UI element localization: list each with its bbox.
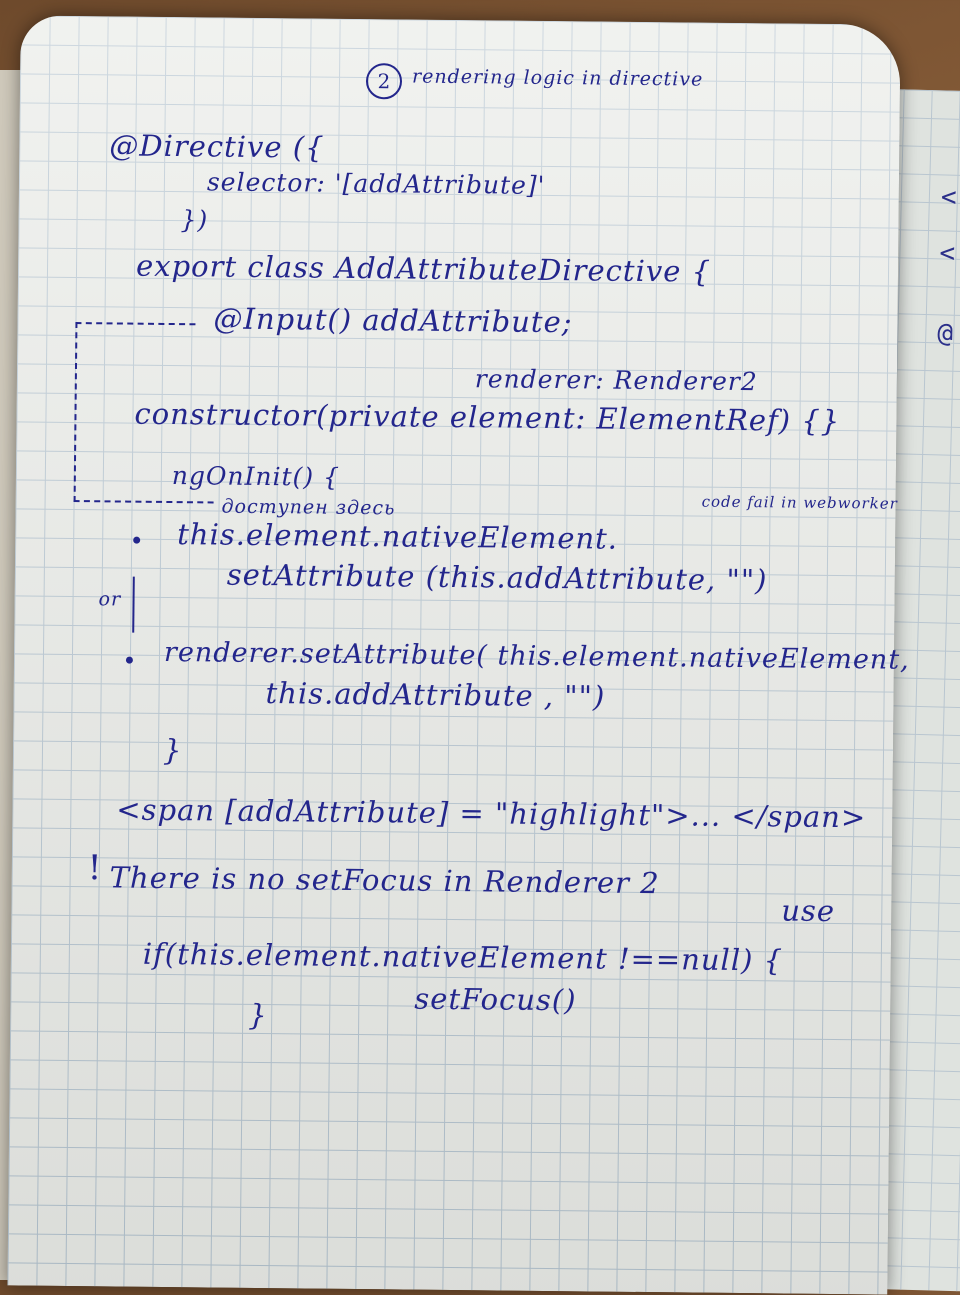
dashed-connector-side <box>73 322 78 503</box>
right-page-mark: @ <box>936 318 954 349</box>
handwritten-note: доступен здесь <box>221 495 396 520</box>
directive-decorator: @Directive ({ <box>109 128 325 165</box>
constructor-line: constructor(private element: ElementRef)… <box>134 396 841 439</box>
ctor-renderer-param: renderer: Renderer2 <box>474 364 758 397</box>
class-declaration: export class AddAttributeDirective { <box>135 248 712 289</box>
exclamation-mark: ! <box>87 848 102 889</box>
input-line: @Input() addAttribute; <box>213 301 573 340</box>
ng-on-init: ngOnInit() { <box>171 461 341 492</box>
span-example: <span [addAttribute] = "highlight">... <… <box>116 792 867 835</box>
set-focus-call: setFocus() <box>414 981 577 1018</box>
dashed-connector-top <box>75 322 196 326</box>
bullet <box>125 656 133 664</box>
dashed-connector-bottom <box>73 500 214 504</box>
section-title: rendering logic in directive <box>411 65 704 91</box>
selector-line: selector: '[addAttribute]' <box>206 167 546 200</box>
side-note: code fail in webworker <box>701 492 898 513</box>
right-page-mark: < <box>940 182 957 213</box>
or-arrow <box>132 576 135 633</box>
if-close-brace: } <box>248 997 268 1033</box>
bullet1-line1: this.element.nativeElement. <box>177 517 619 556</box>
warning-line: There is no setFocus in Renderer 2 <box>109 860 660 901</box>
section-number: 2 <box>365 63 403 100</box>
if-line: if(this.element.nativeElement !==null) { <box>142 936 784 978</box>
bullet <box>133 536 141 544</box>
decorator-close: }) <box>180 205 209 235</box>
right-page-mark: < <box>939 238 956 269</box>
bullet1-line2: setAttribute (this.addAttribute, "") <box>226 557 768 598</box>
bullet2-line2: this.addAttribute , "") <box>265 676 606 714</box>
bullet2-line1: renderer.setAttribute( this.element.nati… <box>163 636 910 676</box>
or-label: or <box>98 588 122 611</box>
use-label: use <box>781 893 836 929</box>
notebook-page: 2 rendering logic in directive @Directiv… <box>7 15 910 1295</box>
close-brace: } <box>162 732 183 768</box>
